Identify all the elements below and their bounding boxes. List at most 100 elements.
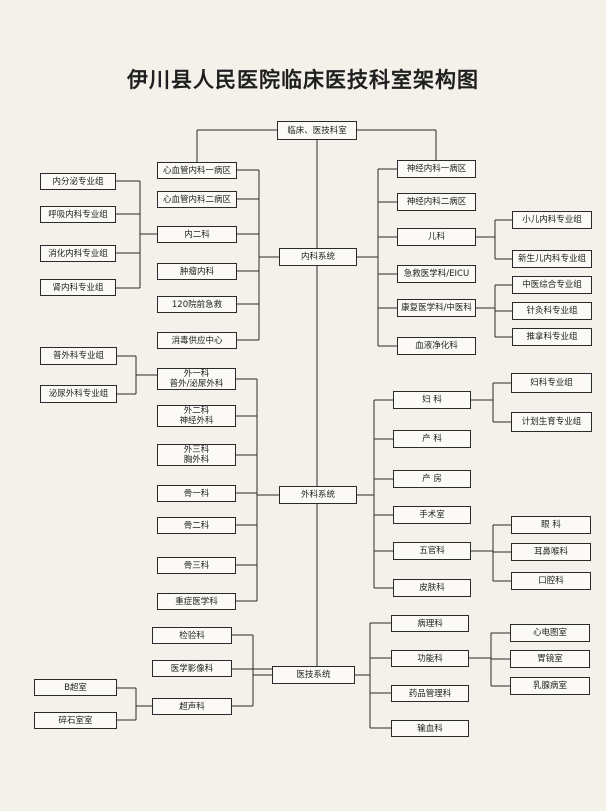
- box-label: 内科系统: [300, 252, 335, 262]
- ent-group: 口腔科: [511, 572, 591, 590]
- box-label: 输血科: [417, 723, 443, 734]
- box-label: 外科系统: [300, 490, 335, 500]
- box-label: 新生儿内科专业组: [517, 254, 586, 264]
- internal-right-dept: 血液净化科: [397, 337, 476, 355]
- internal-right-dept: 神经内科一病区: [397, 160, 476, 178]
- system-tech: 医技系统: [272, 666, 355, 684]
- tech-left-dept: 检验科: [152, 627, 232, 644]
- tech-left-dept: 医学影像科: [152, 660, 232, 677]
- surgical-right-dept: 手术室: [393, 506, 471, 524]
- box-label: 碎石室室: [58, 715, 93, 726]
- box-label: 康复医学科/中医科: [401, 303, 472, 313]
- box-label: 耳鼻喉科: [533, 547, 568, 557]
- tech-right-dept: 功能科: [391, 650, 469, 667]
- box-label: 产 房: [422, 474, 442, 484]
- internal-right-dept: 急救医学科/EICU: [397, 265, 476, 283]
- box-label: 医学影像科: [170, 663, 214, 674]
- ultrasound-group: 碎石室室: [34, 712, 117, 729]
- ent-group: 耳鼻喉科: [511, 543, 591, 561]
- surgical-left-group: 普外科专业组: [40, 347, 117, 365]
- box-label: 口腔科: [538, 576, 564, 586]
- box-label: 骨二科: [183, 520, 210, 531]
- surgical-left-dept: 重症医学科: [157, 593, 236, 610]
- internal-left-dept: 肿瘤内科: [157, 263, 237, 280]
- internal-right-dept: 康复医学科/中医科: [397, 299, 476, 317]
- internal-left-dept: 120院前急救: [157, 296, 237, 313]
- box-label: 外二科: [183, 406, 210, 416]
- internal-left-group: 内分泌专业组: [40, 173, 116, 190]
- box-label: 心电图室: [532, 628, 567, 638]
- box-label: 胃镜室: [537, 654, 563, 664]
- box-label: 消化内科专业组: [48, 248, 108, 259]
- box-label: 急救医学科/EICU: [403, 269, 470, 279]
- box-label: 内分泌专业组: [52, 176, 104, 187]
- surgical-left-dept: 骨一科: [157, 485, 236, 502]
- tcm-group: 中医综合专业组: [512, 276, 592, 294]
- surgical-right-dept: 产 科: [393, 430, 471, 448]
- box-label: 超声科: [179, 701, 205, 712]
- surgical-right-dept: 产 房: [393, 470, 471, 488]
- internal-left-dept: 心血管内科一病区: [157, 162, 237, 179]
- tech-right-dept: 病理科: [391, 615, 469, 632]
- page-title: 伊川县人民医院临床医技科室架构图: [127, 68, 479, 92]
- internal-right-dept: 神经内科二病区: [397, 193, 476, 211]
- surgical-left-dept: 骨二科: [157, 517, 236, 534]
- box-label: 医技系统: [296, 670, 331, 680]
- root-node: 临床、医技科室: [277, 121, 357, 140]
- tcm-group: 推拿科专业组: [512, 328, 592, 346]
- box-label: 肿瘤内科: [179, 266, 214, 277]
- box-label: 手术室: [419, 510, 445, 520]
- box-label: 功能科: [417, 653, 443, 664]
- box-label: 神经内科一病区: [406, 164, 467, 174]
- surgical-left-group: 泌尿外科专业组: [40, 385, 117, 403]
- tech-right-dept: 药品管理科: [391, 685, 469, 702]
- surgical-left-dept: 骨三科: [157, 557, 236, 574]
- ultrasound-group: B超室: [34, 679, 117, 696]
- box-label: 心血管内科二病区: [162, 194, 231, 205]
- box-label: 普外/泌尿外科: [169, 379, 224, 389]
- box-label: 内二科: [184, 229, 210, 240]
- box-label: 心血管内科一病区: [162, 165, 231, 176]
- box-label: 骨一科: [183, 488, 210, 499]
- box-label: 临床、医技科室: [287, 125, 347, 136]
- box-label: 皮肤科: [419, 583, 445, 593]
- box-label: 妇 科: [422, 395, 442, 405]
- box-label: 泌尿外科专业组: [48, 389, 109, 399]
- box-label: 检验科: [179, 630, 205, 641]
- tech-left-dept: 超声科: [152, 698, 232, 715]
- internal-left-group: 消化内科专业组: [40, 245, 116, 262]
- pediatric-group: 新生儿内科专业组: [512, 250, 592, 268]
- surgical-left-dept: 外三科胸外科: [157, 444, 236, 466]
- box-label: 五官科: [419, 546, 445, 556]
- box-label: 产 科: [422, 434, 442, 444]
- box-label: 呼吸内科专业组: [48, 209, 108, 220]
- surgical-right-dept: 妇 科: [393, 391, 471, 409]
- box-label: 重症医学科: [175, 596, 218, 607]
- ent-group: 眼 科: [511, 516, 591, 534]
- box-label: 妇科专业组: [530, 378, 573, 388]
- box-label: 胸外科: [183, 455, 210, 465]
- box-label: 神经内科二病区: [406, 197, 467, 207]
- function-group: 胃镜室: [510, 650, 590, 668]
- tcm-group: 针灸科专业组: [512, 302, 592, 320]
- box-label: 120院前急救: [171, 299, 223, 310]
- gyn-group: 计划生育专业组: [511, 412, 592, 432]
- internal-left-dept: 内二科: [157, 226, 237, 243]
- box-label: 消毒供应中心: [171, 335, 223, 346]
- function-group: 乳腺病室: [510, 677, 590, 695]
- internal-right-dept: 儿科: [397, 228, 476, 246]
- system-internal: 内科系统: [279, 248, 357, 266]
- box-label: 外三科: [183, 445, 210, 455]
- surgical-left-dept: 外二科神经外科: [157, 405, 236, 427]
- surgical-left-dept: 外一科普外/泌尿外科: [157, 368, 236, 390]
- box-label: 儿科: [427, 232, 445, 242]
- box-label: 骨三科: [183, 560, 210, 571]
- box-label: 外一科: [183, 369, 210, 379]
- box-label: B超室: [64, 682, 87, 693]
- system-surgical: 外科系统: [279, 486, 357, 504]
- box-label: 药品管理科: [408, 688, 452, 699]
- function-group: 心电图室: [510, 624, 590, 642]
- box-label: 乳腺病室: [532, 681, 567, 691]
- box-label: 推拿科专业组: [526, 332, 578, 342]
